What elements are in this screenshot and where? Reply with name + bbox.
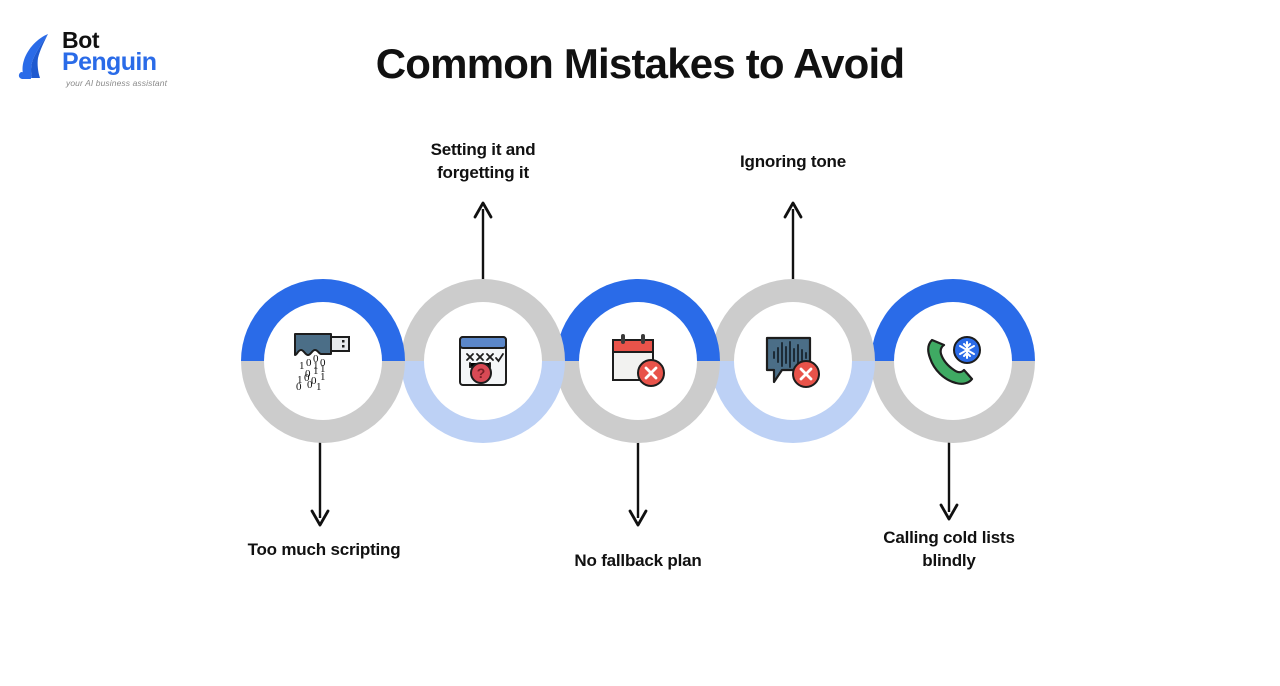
svg-text:?: ? [477, 365, 486, 381]
node-setting-and-forgetting[interactable]: ? [401, 279, 565, 443]
label-line-1: Ignoring tone [740, 152, 846, 171]
label-line-1: Too much scripting [247, 540, 401, 559]
penguin-icon [18, 34, 48, 79]
logo-text-bot: Bot [62, 27, 100, 53]
calendar-question-icon: ? [401, 279, 565, 443]
ring-hole-1 [264, 302, 382, 420]
svg-text:1: 1 [320, 363, 326, 375]
logo-text-penguin: Penguin [62, 48, 157, 76]
svg-text:1: 1 [297, 374, 303, 386]
label-calling-cold-lists: Calling cold lists blindly [849, 526, 1049, 572]
calendar-cancel-icon [556, 279, 720, 443]
svg-text:1: 1 [313, 360, 319, 372]
connector-arrow-down-node-1 [310, 440, 330, 527]
svg-text:0: 0 [306, 357, 312, 369]
svg-text:0: 0 [304, 372, 310, 384]
connector-arrow-down-node-3 [628, 440, 648, 527]
connector-arrow-down-node-5 [939, 440, 959, 521]
svg-text:0: 0 [296, 381, 302, 393]
ring-hole-5 [894, 302, 1012, 420]
svg-text:0: 0 [311, 375, 317, 387]
label-ignoring-tone: Ignoring tone [693, 150, 893, 173]
svg-text:1: 1 [313, 365, 319, 377]
svg-text:0: 0 [313, 353, 319, 365]
node-no-fallback-plan[interactable] [556, 279, 720, 443]
label-line-1: Calling cold lists [883, 528, 1015, 547]
svg-text:0: 0 [320, 357, 326, 369]
svg-text:0: 0 [307, 379, 313, 391]
speech-waveform-cancel-icon [711, 279, 875, 443]
svg-text:1: 1 [316, 381, 322, 393]
page-title: Common Mistakes to Avoid [375, 40, 905, 87]
label-setting-and-forgetting: Setting it and forgetting it [383, 138, 583, 184]
label-line-2: forgetting it [437, 163, 529, 182]
node-ring-5 [871, 279, 1035, 443]
label-too-much-scripting: Too much scripting [224, 538, 424, 561]
connector-arrow-up-node-2 [473, 201, 493, 290]
label-line-1: Setting it and [430, 140, 536, 159]
label-no-fallback-plan: No fallback plan [538, 549, 738, 572]
botpenguin-logo[interactable]: Bot Penguin your AI business assistant [18, 28, 178, 90]
svg-text:1: 1 [299, 360, 305, 372]
label-line-1: No fallback plan [574, 551, 702, 570]
label-line-2: blindly [922, 551, 976, 570]
phone-snowflake-icon [871, 279, 1035, 443]
node-ring-1 [241, 279, 405, 443]
connector-arrow-up-node-4 [783, 201, 803, 290]
logo-tagline: your AI business assistant [66, 78, 168, 88]
node-calling-cold-lists[interactable] [871, 279, 1035, 443]
svg-text:0: 0 [305, 368, 311, 380]
svg-text:1: 1 [320, 371, 326, 383]
node-ignoring-tone[interactable] [711, 279, 875, 443]
